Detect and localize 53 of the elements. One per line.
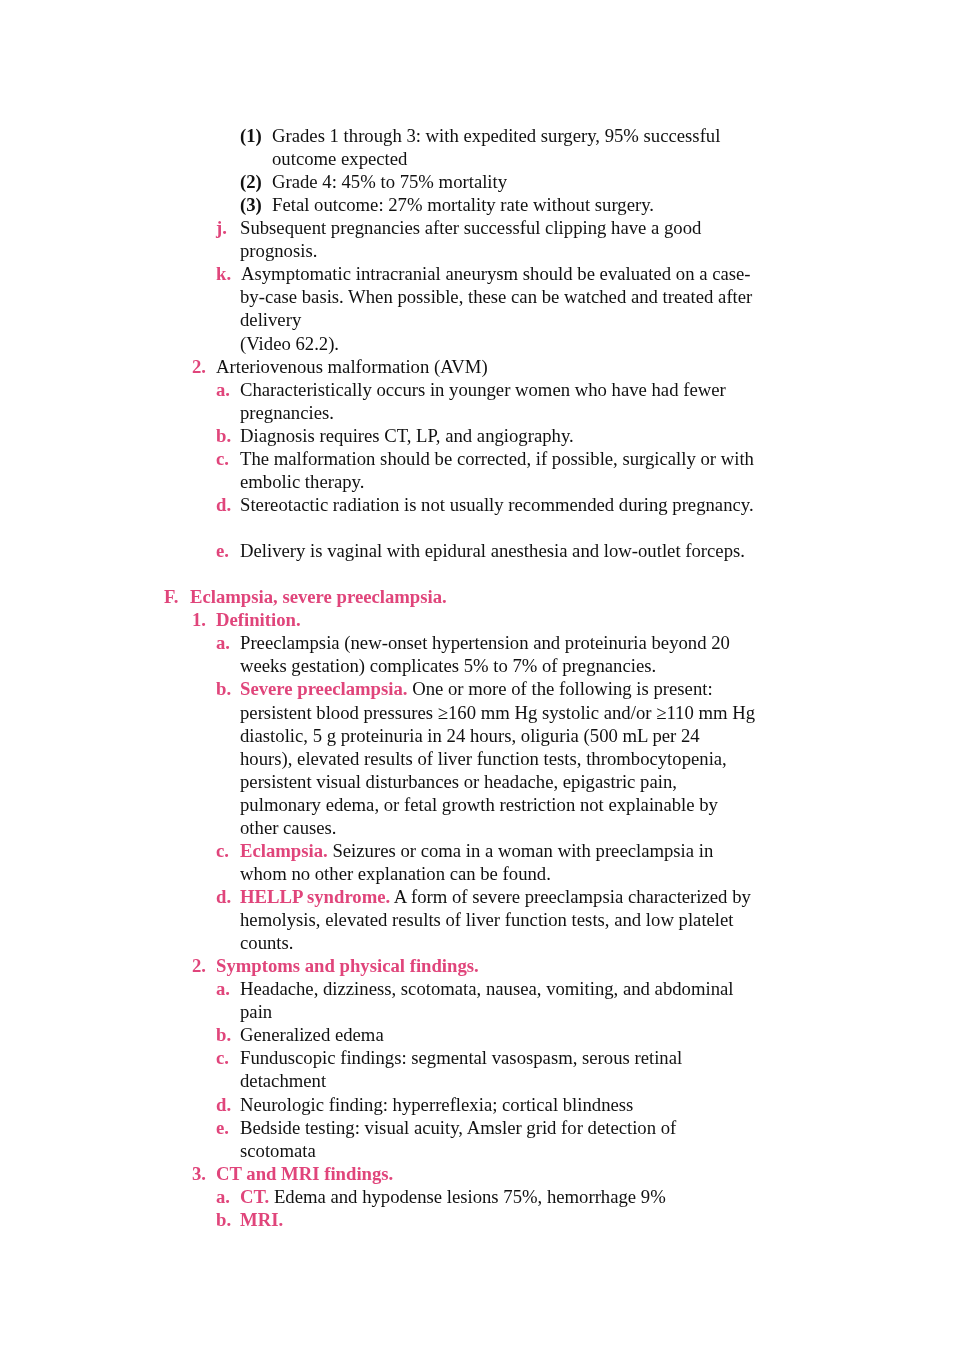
list-item-text: Grades 1 through 3: with expedited surgery, 95% successful outcome expected — [272, 124, 722, 171]
list-marker: (1) — [240, 124, 262, 148]
list-marker: b. — [216, 1023, 232, 1047]
list-marker: e. — [216, 1115, 229, 1139]
list-item-text: Preeclampsia (new-onset hypertension and proteinuria beyond 20 weeks gestation) complicates 5% to 7% of pregnancies. — [240, 631, 731, 678]
list-item-text: Diagnosis requires CT, LP, and angiography. — [240, 423, 575, 447]
list-marker: c. — [216, 1046, 229, 1070]
list-marker: 2. — [192, 954, 206, 978]
list-item-text: CT. Edema and hypodense lesions 75%, hemorrhage 9% — [240, 1184, 667, 1208]
section-heading: CT and MRI findings. — [216, 1161, 394, 1185]
list-marker: e. — [216, 539, 229, 563]
list-marker: 1. — [192, 608, 206, 632]
list-item-text: Subsequent pregnancies after successful clipping have a good prognosis. — [240, 216, 703, 263]
list-marker: d. — [216, 492, 232, 516]
list-marker: b. — [216, 1207, 232, 1231]
list-marker: a. — [216, 977, 230, 1001]
list-marker: a. — [216, 1184, 230, 1208]
list-marker: 2. — [192, 354, 206, 378]
list-item-text: Delivery is vaginal with epidural anesthesia and low-outlet forceps. — [240, 539, 746, 563]
list-item-text: Stereotactic radiation is not usually recommended during pregnancy. — [240, 492, 755, 516]
list-item-text: Eclampsia. Seizures or coma in a woman with preeclampsia in whom no other explanation can be found. — [240, 838, 715, 885]
section-heading: MRI. — [240, 1207, 284, 1231]
list-marker: (2) — [240, 170, 262, 194]
list-item-text: HELLP syndrome. A form of severe preeclampsia characterized by hemolysis, elevated results of liver function tests, and low platelet counts. — [240, 884, 752, 955]
list-item-text: The malformation should be corrected, if possible, surgically or with embolic therapy. — [240, 446, 755, 493]
list-item-text: Funduscopic findings: segmental vasospasm, serous retinal detachment — [240, 1046, 684, 1093]
list-item-text: Asymptomatic intracranial aneurysm should be evaluated on a case-by-case basis. When possible, these can be watched and treated after delivery — [240, 262, 754, 332]
list-item-text: Characteristically occurs in younger women who have had fewer pregnancies. — [240, 377, 727, 424]
list-item-text: Severe preeclampsia. One or more of the following is present: persistent blood pressures ≥160 mm Hg systolic and/or ≥110 mm Hg diastolic, 5 g proteinuria in 24 hours, oliguria (500 mL per 24 hours), elevated results of liver function tests, thrombocytopenia, persistent visual disturbances or headache, epigastric pain, pulmonary edema, or fetal growth restriction not explainable by other causes. — [240, 677, 756, 839]
list-marker: d. — [216, 884, 232, 909]
list-item-text: Neurologic finding: hyperreflexia; cortical blindness — [240, 1092, 635, 1116]
section-heading: Definition. — [216, 608, 301, 632]
list-marker: b. — [216, 423, 232, 447]
list-item-text: Fetal outcome: 27% mortality rate without surgery. — [272, 193, 655, 217]
list-marker: a. — [216, 631, 230, 655]
list-marker: k. — [216, 262, 232, 286]
list-marker: j. — [216, 216, 227, 240]
list-item-text: (Video 62.2). — [240, 331, 341, 355]
list-marker: b. — [216, 677, 232, 701]
list-marker: c. — [216, 446, 229, 470]
list-item-text: Bedside testing: visual acuity, Amsler grid for detection of scotomata — [240, 1115, 678, 1162]
list-marker: d. — [216, 1092, 232, 1116]
list-marker: 3. — [192, 1161, 206, 1185]
list-marker: (3) — [240, 193, 262, 217]
list-marker: F. — [164, 585, 179, 609]
list-item-text: Headache, dizziness, scotomata, nausea, vomiting, and abdominal pain — [240, 977, 735, 1024]
section-heading: Symptoms and physical findings. — [216, 954, 479, 978]
list-marker: c. — [216, 838, 229, 862]
list-item-text: Grade 4: 45% to 75% mortality — [272, 170, 509, 194]
list-marker: a. — [216, 377, 230, 401]
list-item-text: Arteriovenous malformation (AVM) — [216, 354, 489, 378]
list-item-text: Generalized edema — [240, 1023, 385, 1047]
section-heading: Eclampsia, severe preeclampsia. — [190, 585, 447, 609]
